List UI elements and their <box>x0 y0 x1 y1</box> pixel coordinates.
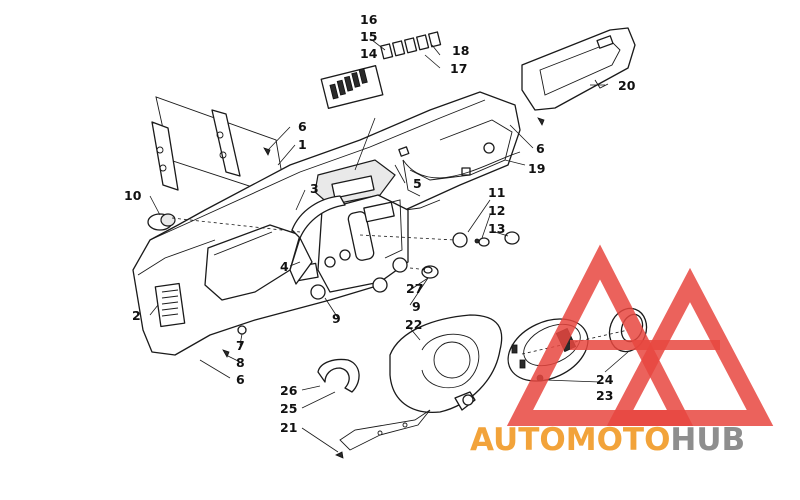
callout-17: 17 <box>450 61 467 76</box>
callout-22: 22 <box>405 317 422 332</box>
callout-5: 5 <box>413 176 422 191</box>
callout-13: 13 <box>488 221 505 236</box>
cap <box>421 265 439 279</box>
leader-lines <box>149 39 629 453</box>
instrument-housing <box>389 314 503 413</box>
callout-3: 3 <box>310 181 319 196</box>
dash-cover-panel <box>521 27 636 111</box>
dashboard-panel <box>132 91 521 356</box>
callout-12: 12 <box>488 203 505 218</box>
callout-25: 25 <box>280 401 297 416</box>
callout-6-right: 6 <box>536 141 545 156</box>
callout-16: 16 <box>360 12 378 27</box>
watermark-word-moto: MOTO <box>566 422 671 458</box>
callout-23: 23 <box>596 388 613 403</box>
callout-26: 26 <box>280 383 298 398</box>
trim-bezel <box>289 195 346 285</box>
callout-6-upper: 6 <box>298 119 307 134</box>
watermark: AUTOMOTOHUB <box>470 244 774 458</box>
callout-4: 4 <box>280 259 289 274</box>
callout-27: 27 <box>406 281 423 296</box>
callout-9-left: 9 <box>332 311 341 326</box>
callout-15: 15 <box>360 29 377 44</box>
rocker-switches <box>380 31 442 60</box>
knob-assembly <box>452 231 520 248</box>
gauge-bezel <box>317 358 360 393</box>
callout-10: 10 <box>124 188 142 203</box>
callout-21: 21 <box>280 420 297 435</box>
mounting-strap <box>335 409 431 459</box>
wire-harness <box>402 151 521 197</box>
watermark-word-auto: AUTO <box>470 422 566 458</box>
callout-11: 11 <box>488 185 505 200</box>
callout-8: 8 <box>236 355 245 370</box>
callout-19: 19 <box>528 161 545 176</box>
callout-14: 14 <box>360 46 378 61</box>
switch-panel <box>320 65 384 109</box>
mounting-bracket <box>151 96 287 199</box>
callout-2: 2 <box>132 308 141 323</box>
callout-20: 20 <box>618 78 636 93</box>
svg-text:AUTOMOTOHUB: AUTOMOTOHUB <box>470 422 745 458</box>
knob <box>147 213 176 231</box>
callout-6-lower: 6 <box>236 372 245 387</box>
callout-24: 24 <box>596 372 614 387</box>
callout-9-right: 9 <box>412 299 421 314</box>
callout-7: 7 <box>236 338 245 353</box>
watermark-word-hub: HUB <box>670 422 745 458</box>
callout-labels: 6 1 10 3 4 2 7 8 6 9 16 15 14 18 17 20 5… <box>124 12 636 435</box>
callout-1: 1 <box>298 137 307 152</box>
callout-18: 18 <box>452 43 469 58</box>
